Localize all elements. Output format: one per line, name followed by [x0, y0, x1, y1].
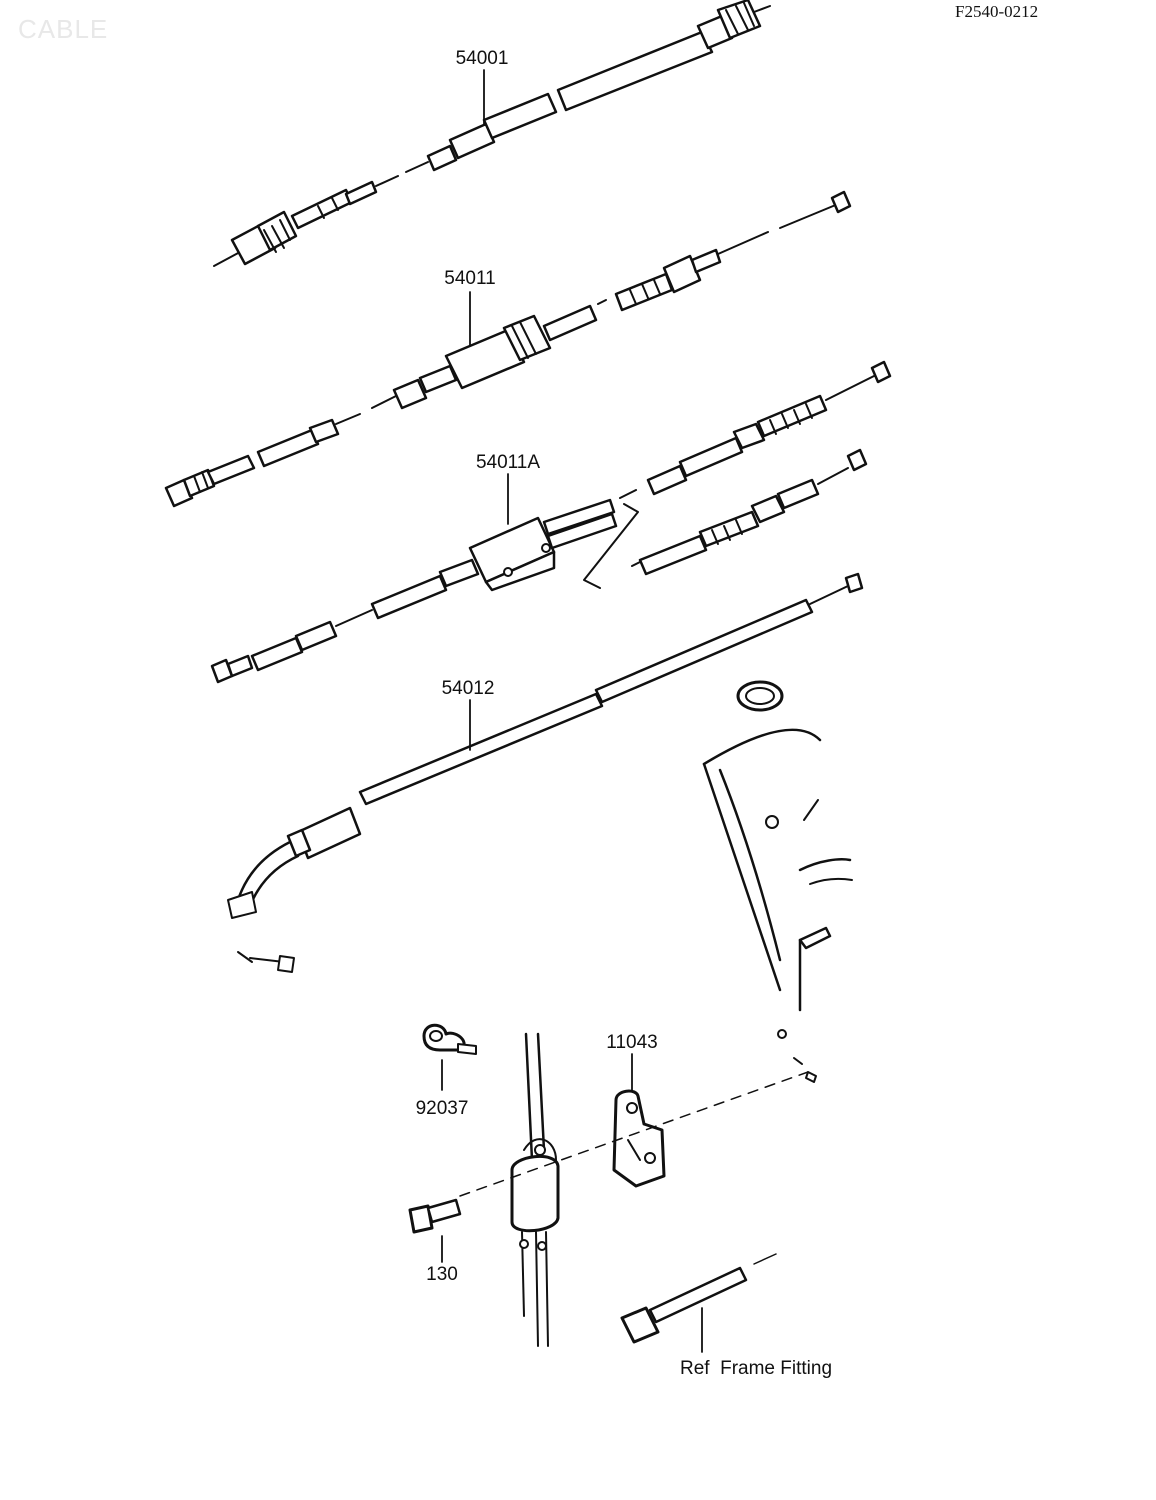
label-11043: 11043	[606, 1032, 657, 1053]
label-ref-frame-fitting: Ref Frame Fitting	[680, 1358, 832, 1379]
label-54001: 54001	[456, 48, 509, 69]
label-130: 130	[426, 1264, 458, 1285]
cable-junction-lower	[510, 1032, 560, 1347]
part-130-bolt[interactable]	[408, 1198, 462, 1234]
figure-code: F2540-0212	[955, 2, 1039, 21]
part-54001-speedometer-cable[interactable]	[213, 0, 771, 267]
part-54011-throttle-cable[interactable]	[164, 190, 852, 508]
part-11043-bracket[interactable]	[612, 1089, 666, 1188]
part-54011a-cable-assembly[interactable]	[210, 360, 892, 684]
frame-section	[702, 680, 853, 1083]
label-54011a: 54011A	[476, 452, 540, 473]
part-54012-clutch-cable[interactable]	[227, 572, 864, 973]
part-92037-clamp[interactable]	[422, 1023, 477, 1055]
label-92037: 92037	[416, 1098, 469, 1119]
section-title: CABLE	[18, 14, 109, 44]
label-54012: 54012	[442, 678, 495, 699]
leader-lines	[441, 69, 703, 1353]
frame-fitting-bolt[interactable]	[620, 1253, 777, 1344]
label-54011: 54011	[444, 268, 495, 289]
